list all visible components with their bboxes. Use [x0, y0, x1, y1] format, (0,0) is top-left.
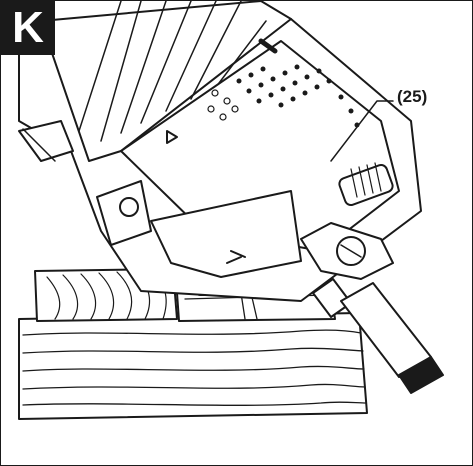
figure-label-badge: K: [1, 1, 55, 55]
saw-head: [18, 1, 422, 302]
callout-leader: [330, 100, 394, 162]
callout-label-25: (25): [397, 87, 428, 106]
adjustment-bolt: [312, 278, 444, 394]
workpiece-board: [18, 312, 368, 420]
vent-rings: [207, 89, 239, 121]
clamp-lever: [300, 222, 394, 280]
vent-holes: [236, 64, 360, 128]
